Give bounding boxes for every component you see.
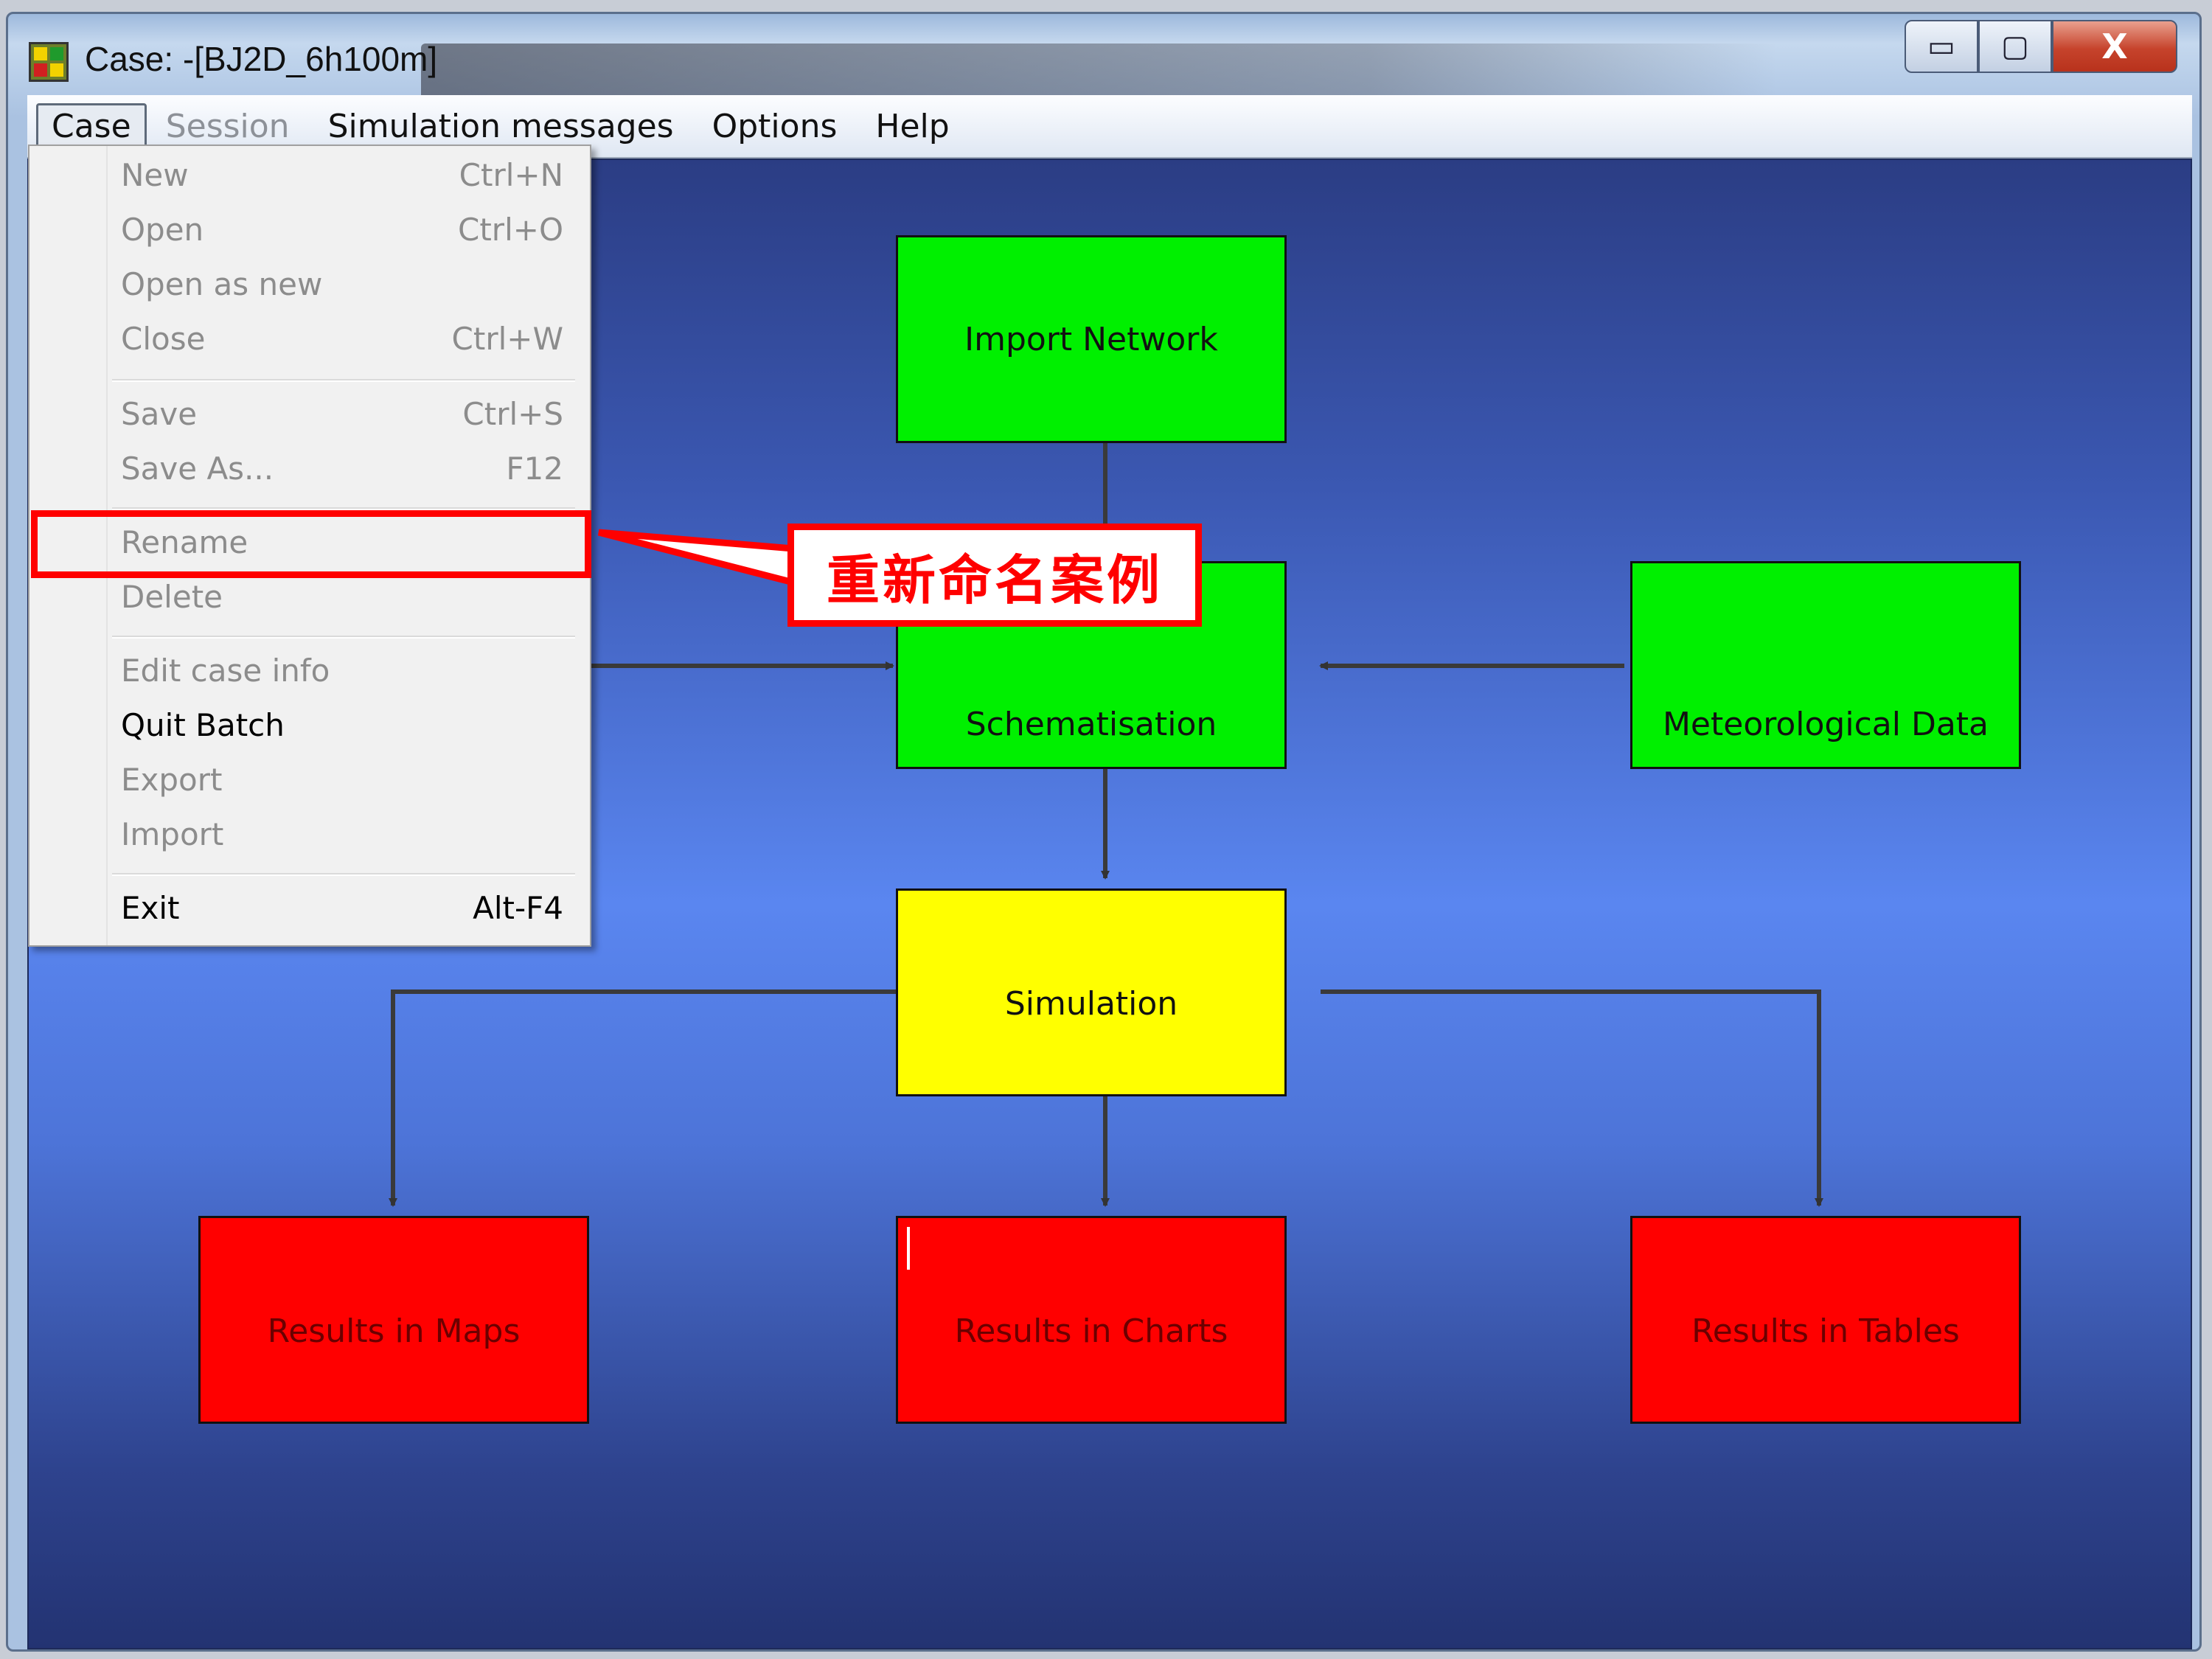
node-results-in-tables[interactable]: Results in Tables xyxy=(1630,1216,2021,1424)
menu-item-open[interactable]: Open Ctrl+O xyxy=(106,204,578,255)
menu-item-save-as-label: Save As... xyxy=(121,450,274,487)
node-results-in-charts-label: Results in Charts xyxy=(954,1312,1228,1350)
menu-item-edit-case-info-label: Edit case info xyxy=(121,652,330,689)
node-results-in-tables-label: Results in Tables xyxy=(1691,1312,1960,1350)
menu-separator xyxy=(112,507,575,510)
menu-item-edit-case-info[interactable]: Edit case info xyxy=(106,644,578,696)
workflow-connectors xyxy=(389,442,1823,1207)
menu-item-exit-label: Exit xyxy=(121,889,180,926)
menu-icon-gutter xyxy=(29,146,108,945)
node-results-in-maps[interactable]: Results in Maps xyxy=(198,1216,589,1424)
title-bar[interactable]: Case: -[BJ2D_6h100m] ▭ ▢ X xyxy=(8,14,2199,102)
minimize-button[interactable]: ▭ xyxy=(1905,20,1978,73)
menu-separator xyxy=(112,379,575,382)
menu-item-delete-label: Delete xyxy=(121,578,223,615)
node-results-in-charts[interactable]: Results in Charts xyxy=(896,1216,1287,1424)
close-button[interactable]: X xyxy=(2052,20,2177,73)
case-menu-dropdown: New Ctrl+N Open Ctrl+O Open as new Close… xyxy=(28,145,591,947)
menu-item-exit[interactable]: Exit Alt-F4 xyxy=(106,882,578,933)
rename-highlight-box xyxy=(31,510,591,578)
menu-item-open-label: Open xyxy=(121,211,204,248)
menu-item-import[interactable]: Import xyxy=(106,808,578,860)
menu-item-save-shortcut: Ctrl+S xyxy=(462,395,563,432)
app-icon[interactable] xyxy=(29,42,69,82)
menu-item-export[interactable]: Export xyxy=(106,754,578,805)
node-simulation[interactable]: Simulation xyxy=(896,888,1287,1096)
menu-item-quit-batch-label: Quit Batch xyxy=(121,706,285,743)
menu-item-quit-batch[interactable]: Quit Batch xyxy=(106,699,578,751)
node-meteorological-data[interactable]: Meteorological Data xyxy=(1630,561,2021,769)
menu-item-rename-label: Rename xyxy=(121,524,248,560)
menu-item-save-label: Save xyxy=(121,395,198,432)
menu-bar: Case Session Simulation messages Options… xyxy=(27,95,2192,159)
node-meteorological-data-label: Meteorological Data xyxy=(1662,705,1989,743)
menu-item-close-label: Close xyxy=(121,320,206,357)
node-import-network[interactable]: Import Network xyxy=(896,235,1287,443)
menu-help[interactable]: Help xyxy=(875,107,950,145)
maximize-button[interactable]: ▢ xyxy=(1978,20,2052,73)
menu-simulation-messages[interactable]: Simulation messages xyxy=(327,107,674,145)
menu-separator xyxy=(112,873,575,876)
menu-item-close[interactable]: Close Ctrl+W xyxy=(106,313,578,364)
caption-buttons: ▭ ▢ X xyxy=(1905,20,2177,73)
menu-item-close-shortcut: Ctrl+W xyxy=(451,320,563,357)
connector-simulation-to-tables xyxy=(1321,990,1823,1207)
menu-item-save-as-shortcut: F12 xyxy=(506,450,563,487)
menu-item-save-as[interactable]: Save As... F12 xyxy=(106,442,578,494)
menu-options[interactable]: Options xyxy=(712,107,838,145)
connector-simulation-to-maps xyxy=(389,990,896,1207)
window-title: Case: -[BJ2D_6h100m] xyxy=(85,40,438,78)
node-import-network-label: Import Network xyxy=(964,320,1218,358)
text-cursor xyxy=(907,1227,910,1270)
menu-item-export-label: Export xyxy=(121,761,223,798)
menu-item-open-shortcut: Ctrl+O xyxy=(458,211,563,248)
node-simulation-label: Simulation xyxy=(1004,984,1178,1023)
menu-item-import-label: Import xyxy=(121,815,224,852)
rename-callout: 重新命名案例 xyxy=(787,524,1202,627)
menu-separator xyxy=(112,636,575,639)
menu-item-open-as-new-label: Open as new xyxy=(121,265,323,302)
menu-item-open-as-new[interactable]: Open as new xyxy=(106,258,578,310)
menu-item-rename[interactable]: Rename xyxy=(106,516,578,568)
menu-session[interactable]: Session xyxy=(165,107,290,145)
menu-item-new-label: New xyxy=(121,156,189,193)
menu-item-new[interactable]: New Ctrl+N xyxy=(106,149,578,201)
menu-item-save[interactable]: Save Ctrl+S xyxy=(106,388,578,439)
menu-item-new-shortcut: Ctrl+N xyxy=(459,156,563,193)
node-schematisation-label: Schematisation xyxy=(965,705,1217,743)
menu-item-delete[interactable]: Delete xyxy=(106,571,578,622)
menu-item-exit-shortcut: Alt-F4 xyxy=(473,889,563,926)
node-results-in-maps-label: Results in Maps xyxy=(267,1312,521,1350)
title-bar-glass xyxy=(421,44,1778,102)
